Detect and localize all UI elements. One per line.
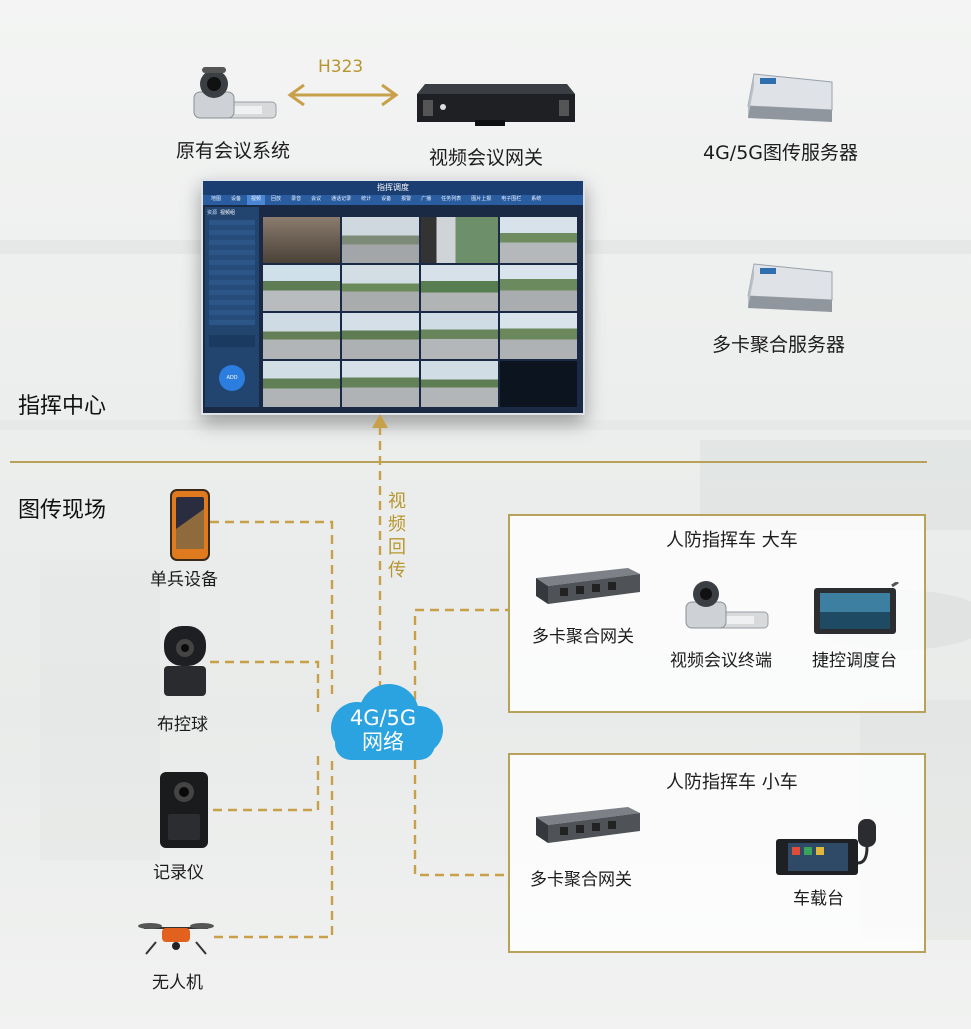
video-tile[interactable]: [421, 217, 498, 263]
menu-item[interactable]: 会议: [311, 196, 322, 202]
menu-item[interactable]: 报警: [401, 196, 412, 202]
video-tile[interactable]: [342, 265, 419, 311]
menu-item[interactable]: 统计: [361, 196, 372, 202]
menu-item[interactable]: 录音: [291, 196, 302, 202]
big-vehicle-title: 人防指挥车 大车: [666, 530, 798, 551]
menu-item[interactable]: 系统: [531, 196, 542, 202]
video-tile[interactable]: [342, 217, 419, 263]
video-tile[interactable]: [421, 265, 498, 311]
menu-item[interactable]: 电子围栏: [501, 196, 522, 202]
section-divider: [10, 461, 927, 463]
device-tree-list[interactable]: [209, 220, 255, 325]
small-vehicle-title: 人防指挥车 小车: [666, 772, 798, 793]
multicard-server-label: 多卡聚合服务器: [712, 334, 846, 356]
video-tile[interactable]: [342, 361, 419, 407]
menu-item[interactable]: 地图: [211, 196, 222, 202]
sidebar-info-box: [209, 335, 255, 347]
menu-item[interactable]: 广播: [421, 196, 432, 202]
small-vehicle-gateway-label: 多卡聚合网关: [530, 870, 632, 890]
server-4g5g-icon: [740, 66, 836, 134]
network-label: 4G/5G 网络: [318, 706, 448, 754]
network-line1: 4G/5G: [349, 706, 417, 730]
legacy-system-label: 原有会议系统: [176, 140, 291, 162]
dispatch-console-icon: [812, 582, 902, 638]
section-field: 图传现场: [18, 498, 107, 523]
sidebar-tab-resources[interactable]: 资源: [207, 210, 218, 216]
soldier-device-label: 单兵设备: [150, 570, 218, 590]
menu-item[interactable]: 设备: [231, 196, 242, 202]
network-line2: 网络: [362, 730, 404, 754]
multicard-server-icon: [740, 256, 836, 324]
video-tile[interactable]: [263, 265, 340, 311]
protocol-label: H323: [318, 57, 364, 77]
video-tile[interactable]: [263, 217, 340, 263]
monitor-sidebar: 资源 视频组 ADD: [205, 207, 259, 407]
vehicle-radio-icon: [772, 813, 882, 877]
conference-camera-icon: [188, 62, 280, 130]
video-tile[interactable]: [421, 361, 498, 407]
video-tile[interactable]: [342, 313, 419, 359]
conference-terminal-icon: [680, 574, 772, 638]
big-vehicle-terminal-label: 视频会议终端: [670, 651, 772, 671]
sidebar-round-button[interactable]: ADD: [219, 365, 245, 391]
big-vehicle-box: 人防指挥车 大车 多卡聚合网关 视频会议终端 捷控调度台: [508, 514, 926, 713]
menu-item[interactable]: 设备: [381, 196, 392, 202]
ptz-ball-camera-icon: [160, 622, 210, 700]
video-tile[interactable]: [263, 361, 340, 407]
video-tile[interactable]: [500, 217, 577, 263]
monitor-menu-bar: 地图 设备 视频 回放 录音 会议 通话记录 统计 设备 报警 广播 任务列表 …: [203, 195, 583, 205]
big-vehicle-gateway-label: 多卡聚合网关: [532, 627, 634, 647]
multicard-gateway-device-icon: [532, 564, 644, 610]
body-camera-icon: [158, 770, 210, 850]
video-backhaul-label: 视频回传: [388, 491, 406, 581]
menu-item[interactable]: 任务列表: [441, 196, 462, 202]
video-tile[interactable]: [263, 313, 340, 359]
video-grid: [263, 217, 577, 407]
small-vehicle-box: 人防指挥车 小车 多卡聚合网关 车载台: [508, 753, 926, 953]
sidebar-tab-video-group[interactable]: 视频组: [220, 210, 236, 216]
video-tile[interactable]: [500, 265, 577, 311]
rugged-phone-icon: [170, 489, 210, 561]
menu-item[interactable]: 通话记录: [331, 196, 352, 202]
menu-item[interactable]: 视频: [247, 195, 266, 205]
video-gateway-device-icon: [415, 74, 577, 134]
server-4g5g-label: 4G/5G图传服务器: [703, 142, 859, 164]
ptz-label: 布控球: [157, 715, 208, 735]
video-tile[interactable]: [500, 313, 577, 359]
menu-item[interactable]: 回放: [271, 196, 282, 202]
video-tile[interactable]: [421, 313, 498, 359]
h323-double-arrow: [287, 83, 399, 107]
video-tile-empty[interactable]: [500, 361, 577, 407]
big-vehicle-console-label: 捷控调度台: [812, 651, 897, 671]
drone-icon: [136, 918, 216, 960]
cloud-network-icon: [315, 682, 451, 766]
drone-label: 无人机: [152, 973, 203, 993]
multicard-gateway-device-icon: [532, 803, 644, 849]
section-command-center: 指挥中心: [18, 394, 107, 419]
recorder-label: 记录仪: [153, 863, 204, 883]
small-vehicle-radio-label: 车载台: [793, 889, 844, 909]
dispatch-monitor: 指挥调度 地图 设备 视频 回放 录音 会议 通话记录 统计 设备 报警 广播 …: [201, 179, 585, 415]
monitor-title: 指挥调度: [203, 181, 583, 195]
video-gateway-label: 视频会议网关: [429, 147, 544, 169]
menu-item[interactable]: 图片上报: [471, 196, 492, 202]
